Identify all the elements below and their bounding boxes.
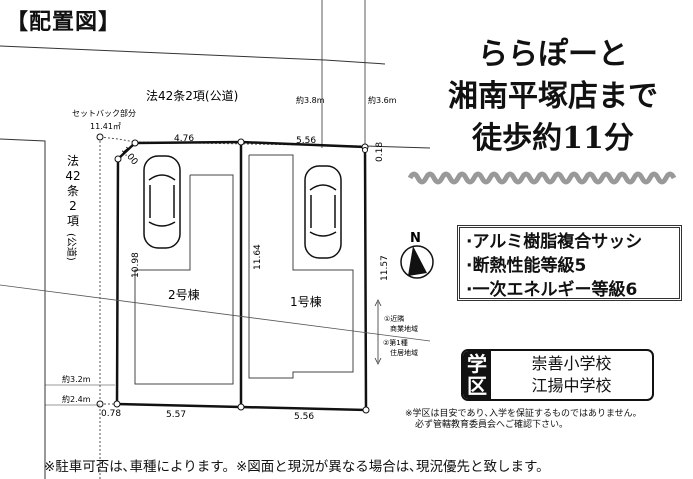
car-icon [304,165,342,259]
building-2-label: 2号棟 [168,287,200,302]
lot-outline [115,140,368,412]
svg-text:0.18: 0.18 [375,142,385,162]
headline-line: ららぽーと [478,37,628,72]
road-edge-west [0,138,46,479]
setback-label: セットバック部分 [72,108,136,118]
svg-text:①近隣: ①近隣 [384,314,404,323]
north-label: N [410,231,421,246]
setback-area: 11.41㎡ [90,122,121,131]
road-north-label: 法42条2項(公道) [146,89,238,103]
headline: ららぽーと 湘南平塚店まで 徒歩約11分 [418,34,688,160]
spec-item: ·一次エネルギー等級6 [466,280,638,300]
svg-text:2: 2 [69,199,77,213]
dimension-labels: 4.76 5.56 1.00 0.18 10.98 11.64 11.57 0.… [62,134,390,422]
decorative-squiggle [407,171,677,185]
road-edge-north [324,59,386,65]
svg-text:約3.2m: 約3.2m [62,374,91,384]
svg-text:11.57: 11.57 [380,255,390,281]
school-district-label: 学区 [463,351,491,399]
svg-text:住居地域: 住居地域 [390,348,418,357]
school-note: ※学区は目安であり､入学を保証するものではありません。必ず管轄教育委員会へご確認… [405,409,642,430]
svg-text:11.64: 11.64 [253,244,263,270]
headline-line: 湘南平塚店まで [448,79,658,114]
headline-line: 徒歩約11分 [472,121,634,156]
setback-line [99,136,136,143]
svg-text:5.56: 5.56 [296,136,316,146]
svg-text:5.56: 5.56 [294,412,314,422]
boundary-markers [96,133,370,414]
svg-text:項: 項 [67,214,79,228]
road-width-label: 約3.6m [368,95,397,105]
north-arrow-icon [408,246,427,276]
elementary-school: 崇善小学校 [531,354,612,373]
building-2-outline [134,174,234,385]
road-west-label: (公道) [65,233,78,261]
svg-text:法: 法 [67,154,79,168]
road-edge-north [0,45,326,61]
spec-item: ·断熱性能等級5 [466,256,587,276]
svg-text:条: 条 [67,184,79,198]
page-title: 【配置図】 [6,10,122,35]
svg-text:②第1種: ②第1種 [383,338,408,347]
school-district-box: 学区 崇善小学校江揚中学校 [461,349,654,401]
svg-text:10.98: 10.98 [131,252,141,278]
footer-note: ※駐車可否は､車種によります。※図面と現況が異なる場合は､現況優先と致します。 [44,459,550,475]
road-west-label: 法 42 条 2 項 [65,154,80,228]
svg-text:約2.4m: 約2.4m [62,394,91,404]
car-icon [143,155,181,249]
svg-text:42: 42 [65,169,80,183]
zoning-boundary [0,284,431,342]
svg-text:商業地域: 商業地域 [390,324,418,333]
road-width-label: 約3.8m [296,95,325,105]
zoning-labels: ①近隣 商業地域 ②第1種 住居地域 [383,314,418,357]
road-edge [364,145,431,149]
building-1-label: 1号棟 [290,294,322,309]
svg-text:0.78: 0.78 [101,409,121,419]
svg-text:5.57: 5.57 [166,410,186,420]
zoning-arrow [374,299,382,365]
svg-text:4.76: 4.76 [174,134,194,144]
spec-item: ·アルミ樹脂複合サッシ [466,232,643,252]
building-1-outline [248,154,354,379]
spec-box: ·アルミ樹脂複合サッシ ·断熱性能等級5 ·一次エネルギー等級6 [457,225,682,301]
junior-high-school: 江揚中学校 [531,376,612,395]
